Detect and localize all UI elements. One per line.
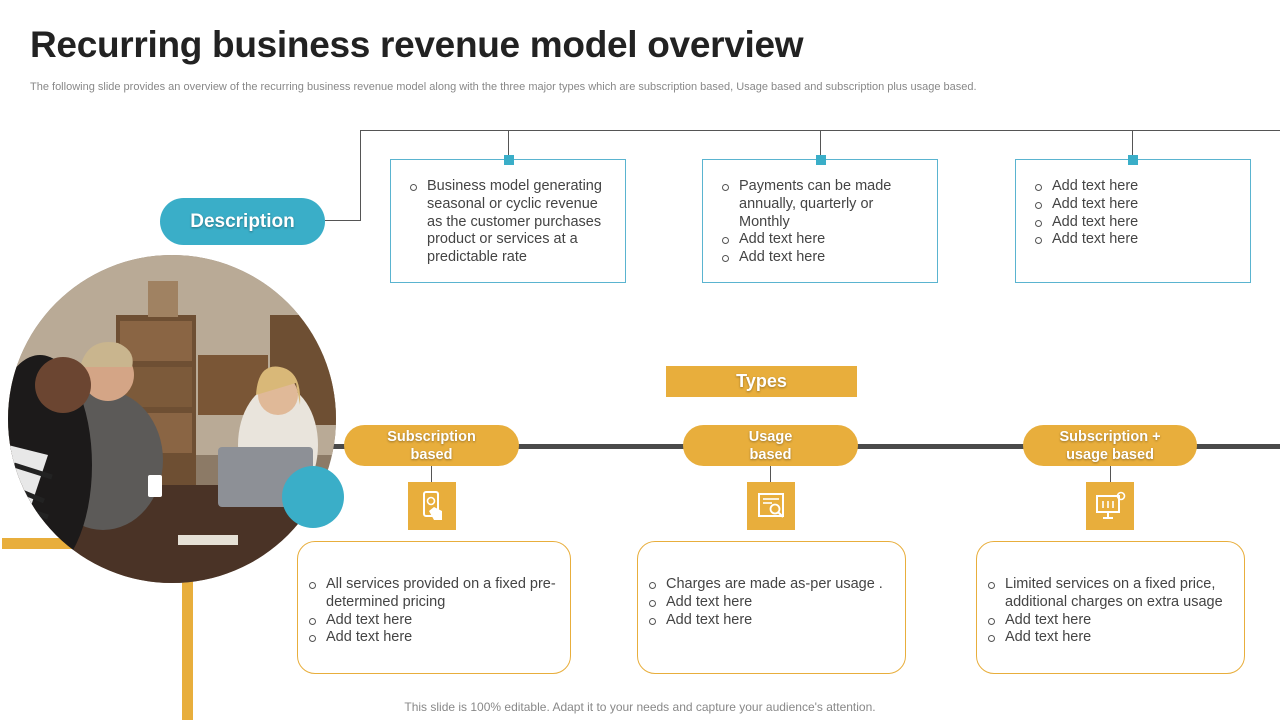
description-box-3-item: Add text here [1034,178,1238,196]
type-box-item: All services provided on a fixed pre-det… [308,576,558,612]
page-subtitle: The following slide provides an overview… [30,81,977,93]
type-label-line: based [749,446,792,463]
type-box-item: Add text here [308,612,558,630]
usage-report-icon-box [747,482,795,530]
type-label-line: Usage [748,428,793,445]
decorative-gold-horizontal [2,538,72,549]
connector-square-1 [504,155,514,165]
type-box-subscription-usage: Limited services on a fixed price, addit… [976,541,1245,674]
description-label: Description [160,198,325,245]
mobile-payment-icon [423,491,442,520]
type-label-line: based [410,446,453,463]
type-box-item: Add text here [308,629,558,647]
type-box-item: Charges are made as-per usage . [648,576,893,594]
description-connector [325,220,361,221]
description-vertical-line [360,130,361,221]
team-meeting-photo [8,255,336,583]
decorative-teal-circle [282,466,344,528]
type-box-item: Add text here [648,594,893,612]
description-drop-line-2 [820,130,821,160]
pill-icon-connector-3 [1110,466,1111,482]
computer-settings-icon-box [1086,482,1134,530]
type-box-usage: Charges are made as-per usage . Add text… [637,541,906,674]
type-label-line: usage based [1066,446,1154,463]
description-box-2: Payments can be made annually, quarterly… [702,159,938,283]
connector-square-2 [816,155,826,165]
type-label-line: Subscription [387,428,476,445]
pill-icon-connector-1 [431,466,432,482]
type-subscription-plus-usage: Subscription +usage based [1023,425,1197,466]
page-title: Recurring business revenue model overvie… [30,24,804,65]
description-drop-line-1 [508,130,509,160]
footer-note: This slide is 100% editable. Adapt it to… [404,700,876,714]
computer-settings-icon [1096,491,1126,519]
type-label-line: Subscription + [1059,428,1161,445]
types-label: Types [666,366,857,397]
type-box-item: Add text here [648,612,893,630]
type-box-item: Limited services on a fixed price, addit… [987,576,1232,612]
description-drop-line-3 [1132,130,1133,160]
pill-icon-connector-2 [770,466,771,482]
connector-square-3 [1128,155,1138,165]
description-box-2-item: Add text here [721,249,925,267]
description-box-3-item: Add text here [1034,214,1238,232]
type-box-item: Add text here [987,612,1232,630]
mobile-payment-icon-box [408,482,456,530]
description-box-3-item: Add text here [1034,231,1238,249]
description-box-1-item: Business model generating seasonal or cy… [409,178,613,267]
usage-report-icon [758,493,784,518]
type-box-item: Add text here [987,629,1232,647]
description-box-3-item: Add text here [1034,196,1238,214]
description-box-2-item: Add text here [721,231,925,249]
description-box-2-item: Payments can be made annually, quarterly… [721,178,925,231]
type-box-subscription: All services provided on a fixed pre-det… [297,541,571,674]
description-box-3: Add text here Add text here Add text her… [1015,159,1251,283]
description-box-1: Business model generating seasonal or cy… [390,159,626,283]
decorative-gold-vertical [182,578,193,720]
